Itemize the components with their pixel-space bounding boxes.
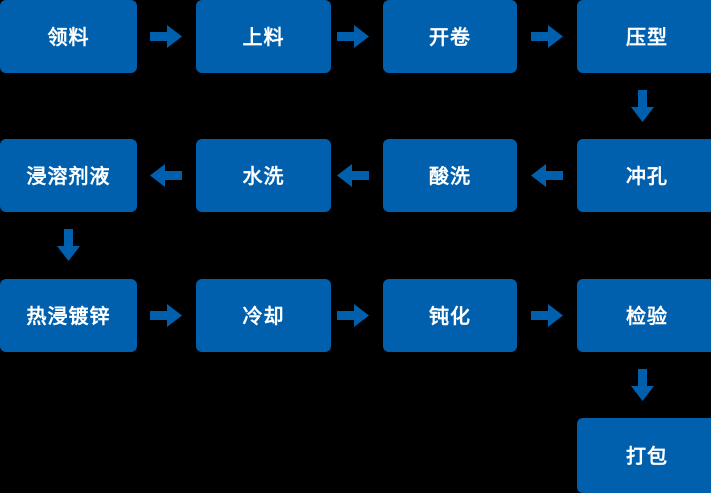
process-node-dunhua[interactable]: 钝化 <box>383 279 517 352</box>
process-node-kaijuan[interactable]: 开卷 <box>383 0 517 73</box>
process-node-lingliao[interactable]: 领料 <box>0 0 137 73</box>
process-node-rejindouxin[interactable]: 热浸镀锌 <box>0 279 137 352</box>
process-node-yaxing[interactable]: 压型 <box>577 0 711 73</box>
process-node-chongkong[interactable]: 冲孔 <box>577 139 711 212</box>
process-node-shangliao[interactable]: 上料 <box>196 0 331 73</box>
arrow-down-jianyan-to-dabao <box>631 369 654 401</box>
process-node-lengque[interactable]: 冷却 <box>196 279 331 352</box>
process-node-suanxi[interactable]: 酸洗 <box>383 139 517 212</box>
arrow-right-lengque-to-dunhua <box>337 304 369 327</box>
arrow-right-rejindouxin-to-lengque <box>150 304 182 327</box>
arrow-down-jinrongjiye-to-rejindouxin <box>57 229 80 261</box>
process-node-dabao[interactable]: 打包 <box>577 418 711 493</box>
arrow-right-dunhua-to-jianyan <box>531 304 563 327</box>
arrow-right-lingliao-to-shangliao <box>150 25 182 48</box>
arrow-right-shangliao-to-kaijuan <box>337 25 369 48</box>
arrow-left-shuixi-to-jinrongjiye <box>150 164 182 187</box>
process-node-jinrongjiye[interactable]: 浸溶剂液 <box>0 139 137 212</box>
arrow-left-chongkong-to-suanxi <box>531 164 563 187</box>
arrow-down-yaxing-to-chongkong <box>631 90 654 122</box>
process-node-jianyan[interactable]: 检验 <box>577 279 711 352</box>
arrow-right-kaijuan-to-yaxing <box>531 25 563 48</box>
process-node-shuixi[interactable]: 水洗 <box>196 139 331 212</box>
arrow-left-suanxi-to-shuixi <box>337 164 369 187</box>
